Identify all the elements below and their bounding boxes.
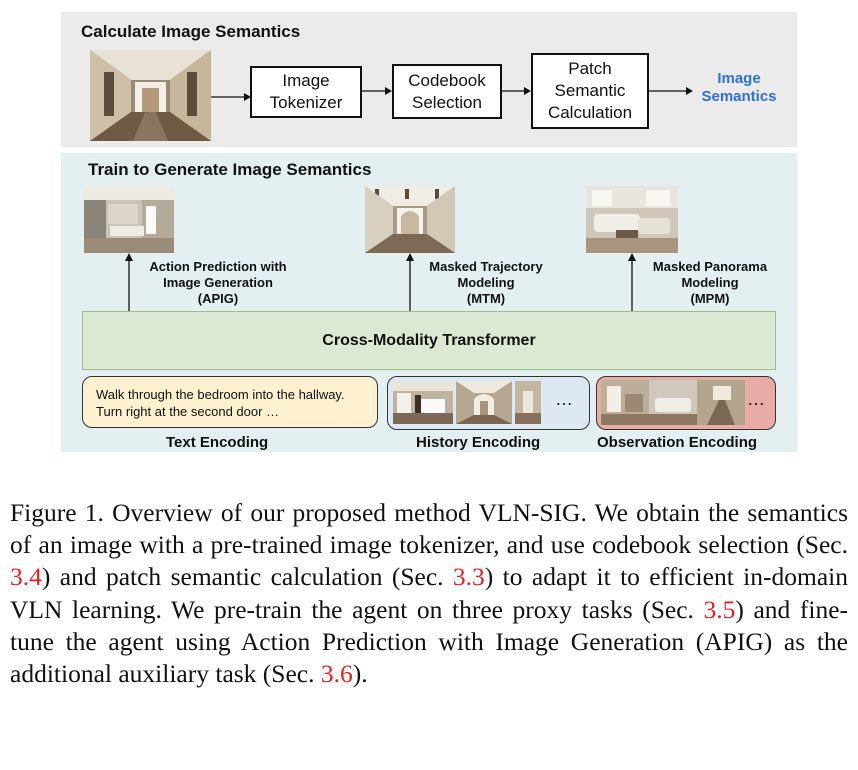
text-encoding-label: Text Encoding [166, 434, 269, 451]
observation-encoding-label: Observation Encoding [597, 434, 758, 451]
patch-semantic-box: Patch Semantic Calculation [531, 53, 649, 129]
transformer-label: Cross-Modality Transformer [322, 331, 536, 349]
mtm-up-arrow [406, 253, 414, 311]
arrow-to-patch [502, 87, 531, 95]
ref-sec-3-6[interactable]: 3.6 [320, 659, 353, 689]
ref-sec-3-4[interactable]: 3.4 [10, 562, 42, 592]
mpm-living-room-image [586, 186, 678, 253]
image-tokenizer-label: Image Tokenizer [269, 71, 343, 112]
caption-part-5: ). [352, 659, 368, 689]
image-semantics-output: Image Semantics [701, 70, 777, 105]
history-arch-image [456, 381, 512, 424]
caption-part-1: Figure 1. Overview of our proposed metho… [10, 498, 848, 560]
mpm-up-arrow [628, 253, 636, 311]
text-encoding-box: Walk through the bedroom into the hallwa… [82, 376, 378, 428]
mpm-task-label: Masked Panorama Modeling (MPM) [652, 259, 768, 306]
caption-part-2: ) and patch semantic calculation (Sec. [41, 562, 453, 592]
cross-modality-transformer: Cross-Modality Transformer [82, 311, 776, 370]
arrow-to-codebook [362, 87, 392, 95]
history-bedroom-image [393, 381, 453, 424]
caption-part-3: ) to adapt it to efficient in-domain VLN… [10, 562, 848, 624]
observation-ellipsis: … [747, 389, 765, 409]
apig-kitchen-image [84, 186, 174, 253]
history-encoding-label: History Encoding [416, 434, 541, 451]
arrow-to-output [649, 87, 693, 95]
train-generate-title: Train to Generate Image Semantics [88, 160, 372, 179]
patch-semantic-label: Patch Semantic Calculation [547, 59, 633, 122]
history-corridor-image [515, 381, 541, 424]
ref-sec-3-3[interactable]: 3.3 [452, 562, 485, 592]
ref-sec-3-5[interactable]: 3.5 [703, 594, 736, 624]
history-ellipsis: … [555, 389, 573, 409]
instruction-text: Walk through the bedroom into the hallwa… [96, 387, 345, 419]
codebook-selection-box: Codebook Selection [392, 64, 502, 119]
hallway-input-image [90, 50, 211, 141]
observation-encoding-box: … [596, 376, 776, 430]
codebook-selection-label: Codebook Selection [408, 70, 486, 112]
apig-up-arrow [125, 253, 133, 311]
caption-part-4: ) and fine-tune the agent using Action P… [10, 594, 848, 689]
mtm-hallway-image [365, 186, 455, 253]
image-tokenizer-box: Image Tokenizer [250, 66, 362, 118]
mtm-task-label: Masked Trajectory Modeling (MTM) [429, 259, 543, 306]
calculate-semantics-title: Calculate Image Semantics [81, 22, 301, 41]
history-encoding-box: … [387, 376, 590, 430]
observation-panorama-image [601, 380, 745, 425]
arrow-to-tokenizer [211, 93, 251, 101]
apig-task-label: Action Prediction with Image Generation … [149, 259, 287, 306]
figure-caption: Figure 1. Overview of our proposed metho… [10, 497, 848, 690]
